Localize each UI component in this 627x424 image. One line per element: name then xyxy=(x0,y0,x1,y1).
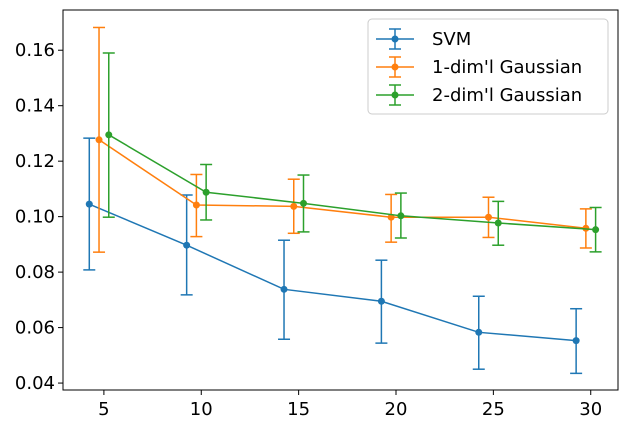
legend: SVM 1-dim'l Gaussian 2-dim'l Gaussian xyxy=(367,18,609,115)
series-line xyxy=(108,134,596,231)
legend-marker xyxy=(391,63,399,71)
y-tick-label: 0.06 xyxy=(15,318,55,339)
axes-layer: 5 10 15 20 25 30 0.04 0.06 0.08 0.10 0.12 0.14 0.16 xyxy=(15,9,619,420)
legend-entry: 1-dim'l Gaussian xyxy=(376,56,582,78)
series-1 xyxy=(93,26,592,253)
data-point xyxy=(377,297,385,305)
data-point xyxy=(485,213,492,221)
data-point xyxy=(95,136,103,144)
y-tick-label: 0.14 xyxy=(15,96,55,117)
legend-entry: SVM xyxy=(376,28,471,50)
data-point xyxy=(572,337,580,345)
legend-box xyxy=(367,18,609,115)
x-tick-label: 5 xyxy=(98,399,109,420)
data-point xyxy=(202,188,210,196)
data-point xyxy=(397,212,405,220)
legend-label: SVM xyxy=(432,29,471,50)
x-tick-label: 30 xyxy=(579,399,602,420)
series-0 xyxy=(83,137,583,375)
legend-entry: 2-dim'l Gaussian xyxy=(376,84,582,106)
x-tick-label: 20 xyxy=(385,399,408,420)
x-tick-label: 15 xyxy=(287,399,310,420)
plot-frame xyxy=(62,9,619,391)
legend-label: 2-dim'l Gaussian xyxy=(432,85,582,106)
data-point xyxy=(475,328,483,336)
x-tick-label: 10 xyxy=(190,399,213,420)
data-point xyxy=(105,131,113,139)
series-2 xyxy=(102,52,602,253)
data-point xyxy=(300,199,307,207)
y-tick-label: 0.12 xyxy=(15,151,55,172)
series-line xyxy=(98,139,586,230)
data-point xyxy=(192,201,200,209)
y-tick-label: 0.04 xyxy=(15,373,55,394)
series-line xyxy=(88,203,577,342)
series-layer xyxy=(83,26,602,375)
data-point xyxy=(494,219,502,227)
y-tick-label: 0.10 xyxy=(15,207,55,228)
x-tick-label: 25 xyxy=(482,399,505,420)
legend-marker xyxy=(391,35,399,43)
data-point xyxy=(183,241,191,249)
data-point xyxy=(280,285,288,293)
legend-marker xyxy=(391,91,399,99)
legend-label: 1-dim'l Gaussian xyxy=(432,57,582,78)
data-point xyxy=(290,202,298,210)
y-tick-label: 0.08 xyxy=(15,262,55,283)
data-point xyxy=(592,226,600,234)
data-point xyxy=(85,200,93,208)
y-tick-label: 0.16 xyxy=(15,40,55,61)
